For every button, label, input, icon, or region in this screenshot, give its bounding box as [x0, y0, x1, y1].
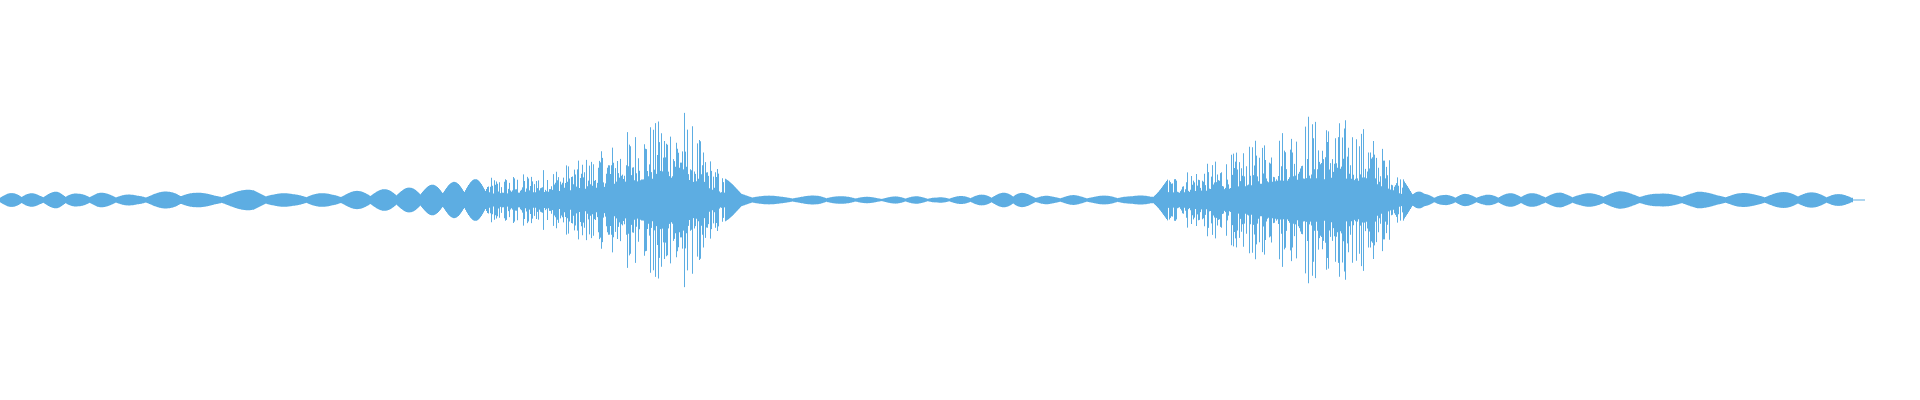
- waveform-bars: [0, 112, 1853, 288]
